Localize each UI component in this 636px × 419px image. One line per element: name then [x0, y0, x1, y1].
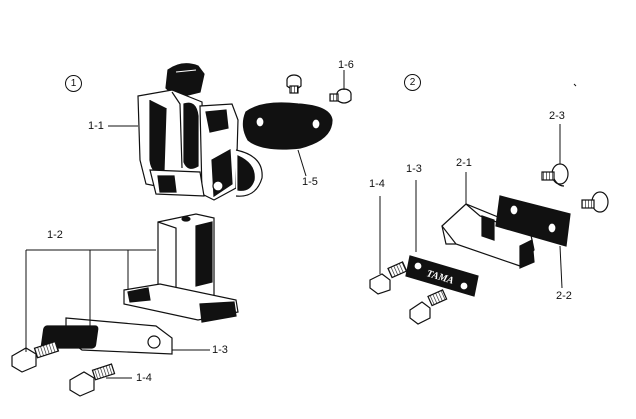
part-2-nameplate: TAMA: [405, 255, 479, 297]
label-1-1: 1-1: [88, 120, 104, 132]
label-1-4: 1-4: [136, 372, 152, 384]
part-1-2-base: [123, 213, 239, 323]
brand-text-1: TAMA: [99, 330, 136, 348]
label-2-2-2: 2-2: [556, 290, 572, 302]
part-2-2-gasket: [495, 195, 571, 247]
group-1-marker: 1: [65, 75, 82, 92]
leader-lines-group-1: [25, 70, 345, 379]
group-2-marker: 2: [404, 74, 421, 91]
part-1-3-nameplate: TAMA: [40, 317, 173, 355]
leader-lines-group-2: [379, 124, 563, 289]
label-2-1-3: 1-3: [406, 163, 422, 175]
part-1-5-gasket: [242, 102, 333, 150]
stray-mark: [573, 83, 577, 87]
label-2-2-3: 2-3: [549, 110, 565, 122]
label-1-2: 1-2: [47, 229, 63, 241]
label-2-1-4: 1-4: [369, 178, 385, 190]
label-1-5: 1-5: [302, 176, 318, 188]
label-1-6: 1-6: [338, 59, 354, 71]
part-2-bolts: [369, 261, 448, 325]
label-2-2-1: 2-1: [456, 157, 472, 169]
part-2-3-screws: [541, 163, 609, 213]
part-1-1-casing: [137, 63, 263, 201]
part-2-1-saddle: [441, 203, 541, 269]
part-1-6-screws: [286, 74, 352, 104]
label-1-3: 1-3: [212, 344, 228, 356]
